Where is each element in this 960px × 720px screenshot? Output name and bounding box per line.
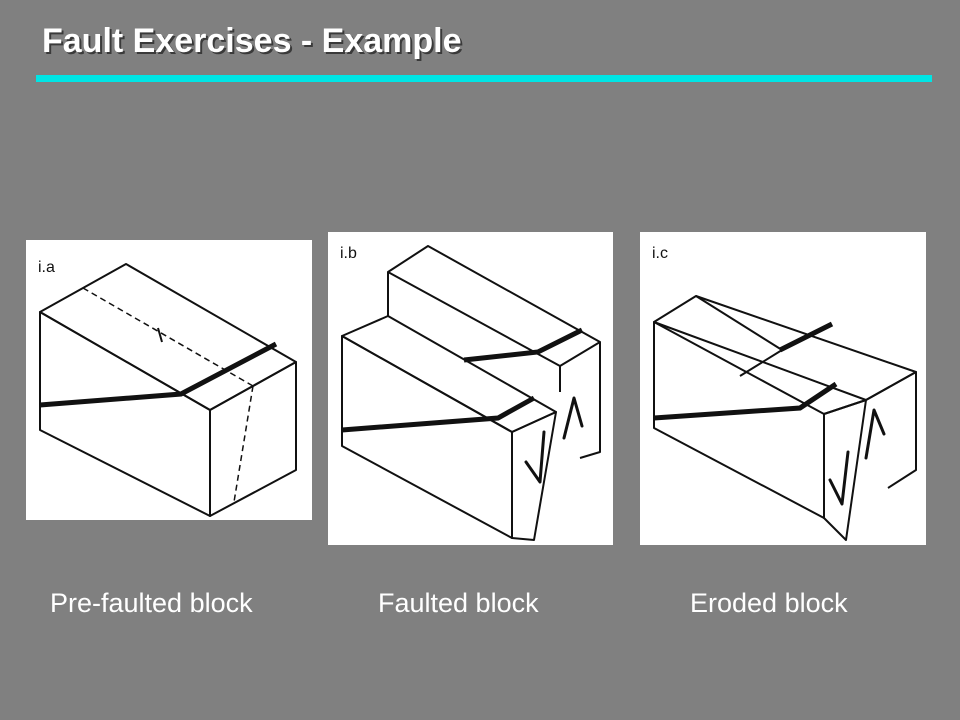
caption-eroded-block: Eroded block bbox=[690, 588, 848, 618]
diagram-panel-pre-faulted: i.a bbox=[26, 240, 312, 520]
diagram-panel-faulted: i.b bbox=[328, 232, 613, 545]
caption-faulted-block: Faulted block bbox=[378, 588, 539, 618]
panel-label-i-a: i.a bbox=[38, 259, 55, 276]
pre-faulted-block-diagram: i.a bbox=[38, 259, 297, 517]
caption-pre-faulted-block: Pre-faulted block bbox=[50, 588, 253, 618]
panel-label-i-c: i.c bbox=[652, 245, 668, 262]
diagram-panel-eroded: i.c bbox=[640, 232, 926, 545]
slide-title: Fault Exercises - Example bbox=[42, 22, 462, 60]
eroded-block-diagram: i.c bbox=[652, 245, 917, 541]
faulted-block-diagram: i.b bbox=[340, 245, 601, 541]
title-rule bbox=[36, 75, 932, 82]
panel-label-i-b: i.b bbox=[340, 245, 357, 262]
